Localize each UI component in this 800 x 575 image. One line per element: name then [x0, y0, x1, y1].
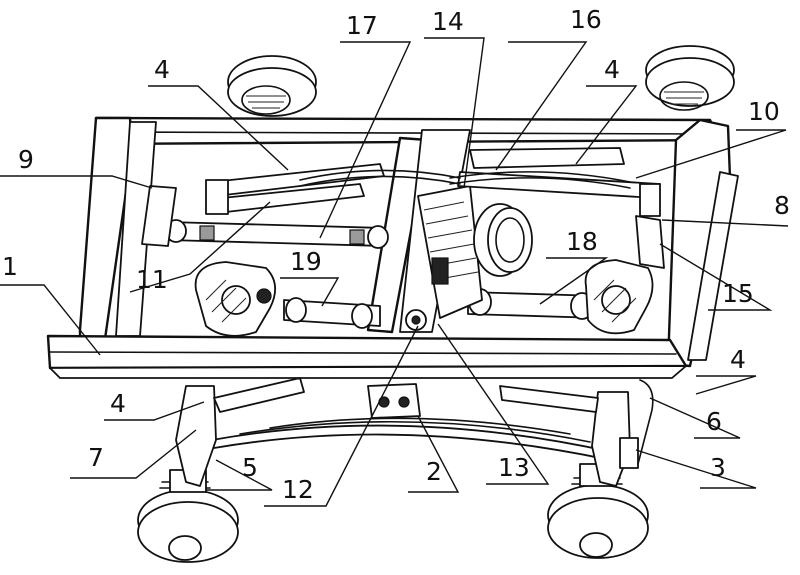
callout-7: 7: [88, 443, 104, 472]
callout-10: 10: [748, 97, 780, 126]
callout-13: 13: [498, 453, 530, 482]
callout-4-front-right: 4: [730, 345, 746, 374]
wheel-rear-left: [227, 55, 317, 117]
callout-12: 12: [282, 475, 314, 504]
callout-18: 18: [566, 227, 598, 256]
spare-drum: [473, 203, 533, 277]
rear-differential-right: [584, 259, 654, 335]
callout-8: 8: [774, 191, 790, 220]
transfer-box: [405, 185, 483, 331]
leaf-spring-rear: [299, 169, 631, 189]
shaft-19: [283, 297, 381, 329]
callout-3: 3: [710, 453, 726, 482]
callout-6: 6: [706, 407, 722, 436]
shaft-18: [467, 288, 601, 320]
leader-lines: [0, 37, 789, 507]
wheel-rear-right: [645, 45, 735, 111]
rear-differential-left: [194, 261, 276, 337]
callout-4-rear-right: 4: [604, 55, 620, 84]
callout-19: 19: [290, 247, 322, 276]
callout-2: 2: [426, 457, 442, 486]
arm-upper-left: [141, 163, 385, 247]
shaft-upper: [165, 219, 389, 249]
callout-5: 5: [242, 453, 258, 482]
wheel-front-right: [547, 463, 649, 559]
callout-9: 9: [18, 145, 34, 174]
wheel-front-left: [137, 469, 239, 563]
callout-1: 1: [2, 252, 18, 281]
callout-11: 11: [136, 265, 168, 294]
callout-14: 14: [432, 7, 464, 36]
callout-15: 15: [722, 279, 754, 308]
callout-17: 17: [346, 11, 378, 40]
callout-4-front-left: 4: [110, 389, 126, 418]
callout-4-rear-left: 4: [154, 55, 170, 84]
callout-16: 16: [570, 5, 602, 34]
front-axle: [175, 377, 654, 487]
frame: [46, 116, 739, 379]
